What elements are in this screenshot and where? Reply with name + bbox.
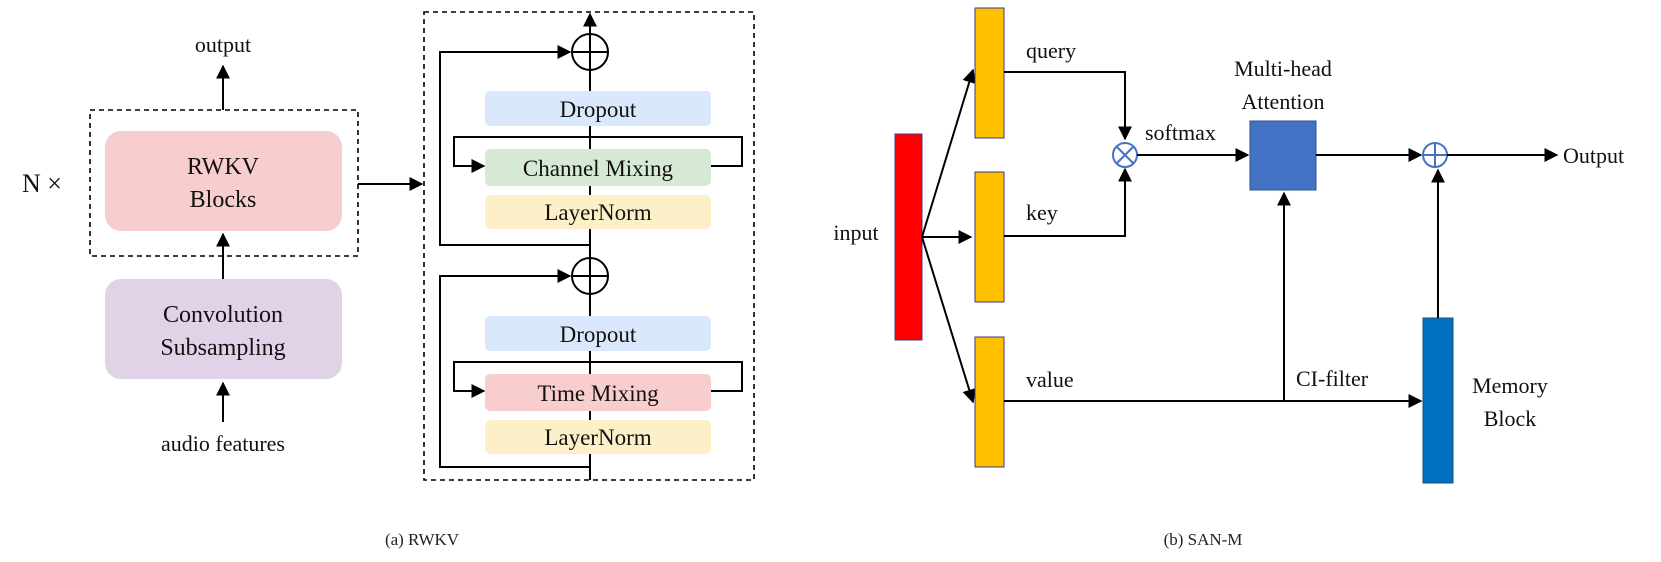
memory-block-bar <box>1422 317 1454 484</box>
mha-label-2: Attention <box>1241 89 1324 114</box>
sanm-output-label: Output <box>1563 143 1624 168</box>
memory-label-1: Memory <box>1472 373 1548 398</box>
add-op-icon <box>1422 142 1448 168</box>
value-bar <box>974 336 1005 468</box>
input-bar <box>894 133 923 341</box>
mha-label-1: Multi-head <box>1234 56 1332 81</box>
time-mixing-label: Time Mixing <box>537 381 659 406</box>
query-to-mult-arrow <box>1004 71 1132 141</box>
dropout-top-label: Dropout <box>560 97 637 122</box>
rwkv-blocks-box <box>105 131 342 231</box>
conv-label-1: Convolution <box>163 302 283 328</box>
key-label: key <box>1026 200 1058 225</box>
layernorm-top-label: LayerNorm <box>544 200 651 225</box>
residual-add-top <box>571 33 609 71</box>
conv-subsampling-box <box>105 279 342 379</box>
residual-add-bottom <box>571 257 609 295</box>
channel-mixing-loop-left <box>453 136 590 173</box>
layernorm-top-box <box>485 195 711 229</box>
value-label: value <box>1026 367 1074 392</box>
key-bar <box>974 171 1005 303</box>
layernorm-bottom-label: LayerNorm <box>544 425 651 450</box>
input-to-query-arrow <box>921 68 977 238</box>
query-bar <box>974 7 1005 139</box>
mha-box <box>1249 120 1317 191</box>
rwkv-diagram: output N × RWKV Blocks Convolution Subsa… <box>22 11 755 549</box>
dropout-bottom-label: Dropout <box>560 322 637 347</box>
dropout-bottom-box <box>485 316 711 351</box>
key-to-mult-arrow <box>1004 167 1132 237</box>
residual-skip-bottom <box>439 269 590 468</box>
cifilter-label: CI-filter <box>1296 366 1369 391</box>
layernorm-bottom-box <box>485 420 711 454</box>
sanm-caption: (b) SAN-M <box>1164 530 1243 549</box>
residual-skip-top <box>439 45 590 246</box>
repeat-label: N × <box>22 169 62 198</box>
channel-mixing-loop-right <box>590 136 743 167</box>
time-mixing-loop-left <box>453 361 590 398</box>
channel-mixing-label: Channel Mixing <box>523 156 674 181</box>
softmax-label: softmax <box>1145 120 1216 145</box>
time-mixing-box <box>485 374 711 411</box>
time-mixing-loop-right <box>590 361 743 392</box>
multiply-op-icon <box>1112 142 1138 168</box>
audio-features-label: audio features <box>161 431 285 456</box>
memory-label-2: Block <box>1484 406 1537 431</box>
query-label: query <box>1026 38 1076 63</box>
rwkv-blocks-label-2: Blocks <box>190 187 257 213</box>
dropout-top-box <box>485 91 711 126</box>
sanm-input-label: input <box>833 220 878 245</box>
rwkv-blocks-label-1: RWKV <box>187 154 260 180</box>
sanm-diagram: input query key value softmax Multi-head… <box>833 7 1624 549</box>
input-to-value-arrow <box>921 236 976 404</box>
rwkv-caption: (a) RWKV <box>385 530 460 549</box>
channel-mixing-box <box>485 149 711 186</box>
rwkv-output-label: output <box>195 32 251 57</box>
conv-label-2: Subsampling <box>160 335 285 361</box>
